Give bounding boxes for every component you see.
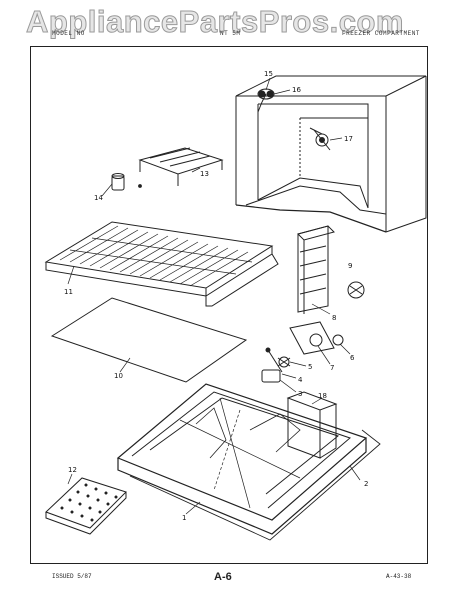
part-11-cover	[44, 221, 279, 307]
callout-14: 14	[94, 194, 103, 202]
part-18-shroud	[286, 391, 338, 459]
part-12-ice-tray	[45, 477, 127, 535]
part-10-panel	[50, 297, 248, 383]
diagram-frame	[30, 46, 428, 564]
watermark: AppliancePartsPros.com	[0, 0, 458, 40]
callout-18: 18	[318, 392, 327, 400]
callout-7: 7	[330, 364, 334, 372]
footer-page-number: A-6	[214, 571, 232, 583]
footer-issued-date: ISSUED 5/87	[52, 573, 92, 580]
callout-5: 5	[308, 363, 312, 371]
part-1-2-pan-frame	[116, 383, 381, 541]
header-section-title: FREEZER COMPARTMENT	[342, 30, 420, 37]
callout-numbers: 1 2 3 4 5 6 7 8 9 10 11 12 13 14 15 16 1…	[64, 70, 368, 522]
part-13-shelf	[138, 147, 224, 186]
callout-11: 11	[64, 288, 73, 296]
callout-1: 1	[182, 514, 186, 522]
header-model: MODEL NO	[52, 30, 85, 37]
callout-6: 6	[350, 354, 355, 362]
callout-15: 15	[264, 70, 273, 78]
footer-reference: A-43-38	[386, 573, 412, 580]
part-3-4-5-components	[261, 347, 283, 383]
callout-13: 13	[200, 170, 209, 178]
callout-3: 3	[298, 390, 302, 398]
callout-12: 12	[68, 466, 77, 474]
callout-4: 4	[298, 376, 303, 384]
callout-17: 17	[344, 135, 353, 143]
part-6-7-fan-assembly	[277, 321, 344, 368]
part-14-clip	[111, 173, 142, 191]
callout-2: 2	[364, 480, 368, 488]
freezer-cabinet	[235, 75, 427, 233]
callout-16: 16	[292, 86, 301, 94]
leader-lines	[67, 77, 361, 515]
header-model-number: NT 5M	[220, 30, 241, 37]
part-8-air-duct	[297, 225, 365, 314]
watermark-text: AppliancePartsPros.com	[26, 4, 404, 40]
callout-8: 8	[332, 314, 336, 322]
callout-10: 10	[114, 372, 123, 380]
callout-9: 9	[348, 262, 352, 270]
